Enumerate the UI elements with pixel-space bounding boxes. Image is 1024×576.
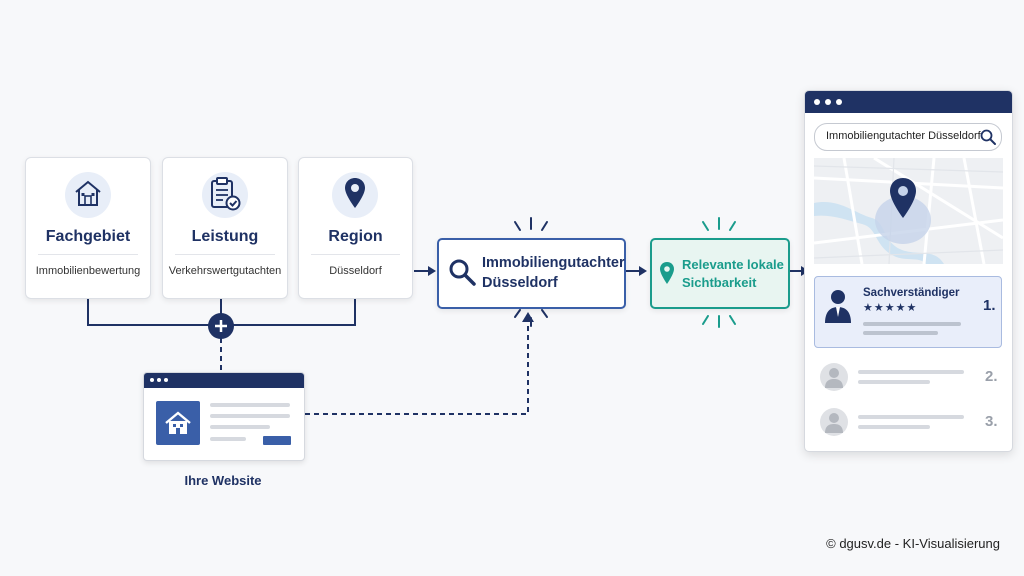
result-name: Sachverständiger xyxy=(863,287,960,299)
card-title: Fachgebiet xyxy=(45,228,131,245)
card-leistung: Leistung Verkehrswertgutachten xyxy=(162,157,288,299)
result-item-2[interactable]: 2. xyxy=(814,359,1000,395)
location-pin-icon xyxy=(345,178,365,208)
card-subtitle: Verkehrswertgutachten xyxy=(168,265,282,277)
visibility-box: Relevante lokale Sichtbarkeit xyxy=(650,238,790,309)
website-house-icon xyxy=(156,401,200,445)
card-title: Region xyxy=(328,228,383,245)
person-icon xyxy=(825,290,851,323)
divider xyxy=(175,254,275,255)
clipboard-check-icon xyxy=(211,177,241,211)
map-area xyxy=(814,158,1003,264)
rating-stars: ★★★★★ xyxy=(863,302,918,314)
result-rank: 3. xyxy=(985,413,998,430)
search-query-box: Immobiliengutachter Düsseldorf xyxy=(437,238,626,309)
window-titlebar xyxy=(144,373,304,388)
search-icon xyxy=(449,259,476,286)
browser-search-value: Immobiliengutachter Düsseldorf xyxy=(826,130,981,142)
visibility-line2: Sichtbarkeit xyxy=(682,275,757,290)
website-window xyxy=(143,372,305,461)
result-item-1[interactable]: Sachverständiger ★★★★★ 1. xyxy=(814,276,1002,348)
card-fachgebiet: Fachgebiet Immobilienbewertung xyxy=(25,157,151,299)
card-region: Region Düsseldorf xyxy=(298,157,413,299)
visibility-line1: Relevante lokale xyxy=(682,257,784,272)
avatar xyxy=(820,363,848,391)
house-icon xyxy=(75,180,101,206)
window-titlebar xyxy=(805,91,1012,113)
card-subtitle: Immobilienbewertung xyxy=(35,265,141,277)
result-item-3[interactable]: 3. xyxy=(814,404,1000,440)
divider xyxy=(311,254,400,255)
location-pin-icon xyxy=(660,262,674,284)
result-rank: 1. xyxy=(983,297,996,314)
browser-window: Immobiliengutachter Düsseldorf xyxy=(804,90,1013,452)
browser-search-input[interactable]: Immobiliengutachter Düsseldorf xyxy=(814,123,1002,151)
card-subtitle: Düsseldorf xyxy=(329,265,382,277)
card-title: Leistung xyxy=(191,228,259,245)
result-rank: 2. xyxy=(985,368,998,385)
website-label: Ihre Website xyxy=(184,473,262,488)
plus-circle-icon xyxy=(208,313,234,339)
search-icon xyxy=(980,129,996,145)
website-button xyxy=(263,436,291,445)
footer-credit: © dgusv.de - KI-Visualisierung xyxy=(826,536,1000,551)
search-query-line2: Düsseldorf xyxy=(482,275,558,291)
avatar xyxy=(820,408,848,436)
search-query-line1: Immobiliengutachter xyxy=(482,255,625,271)
divider xyxy=(38,254,138,255)
